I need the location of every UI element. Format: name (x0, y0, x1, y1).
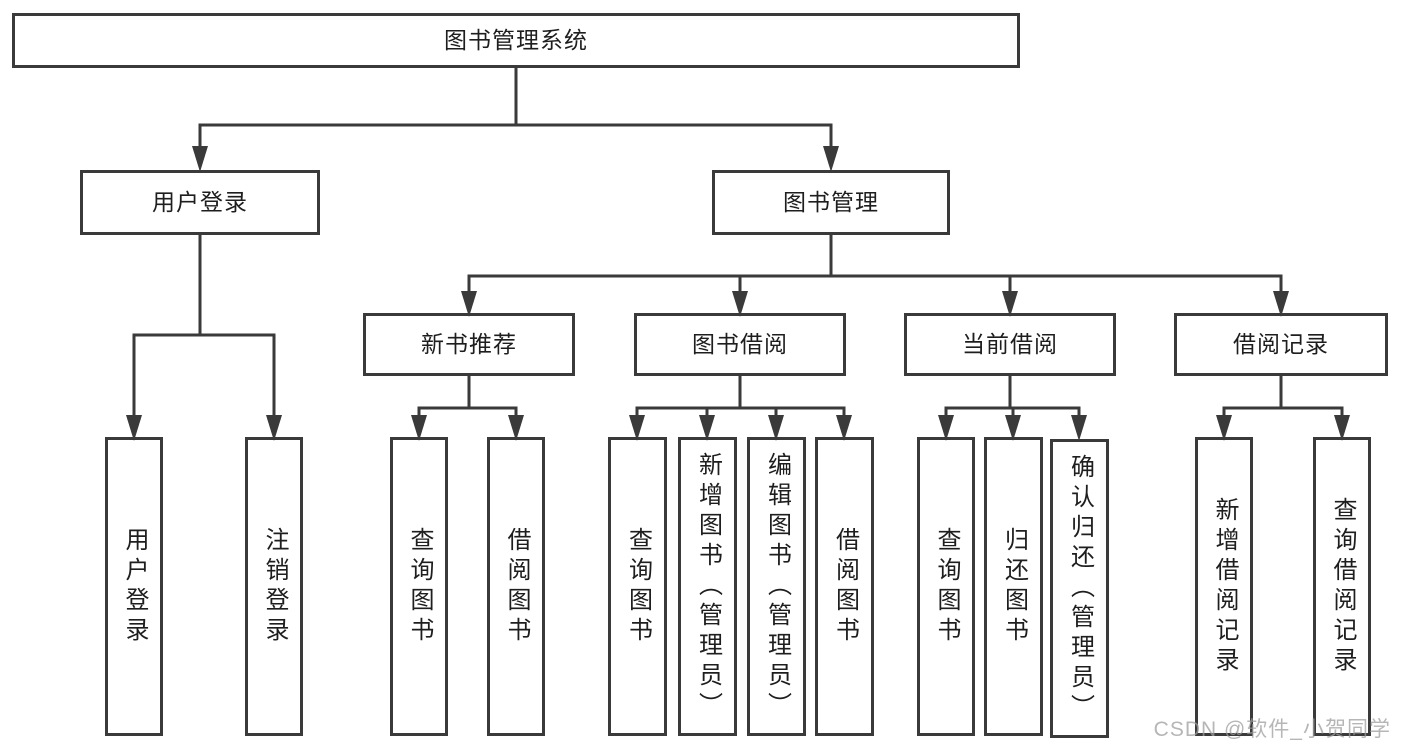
leaf-add-book-admin: 新增图书（管理员） (678, 437, 737, 736)
leaf-borrow-books-2: 借阅图书 (815, 437, 874, 736)
node-library-management-system: 图书管理系统 (12, 13, 1020, 68)
leaf-confirm-return-admin: 确认归还（管理员） (1050, 439, 1109, 738)
node-user-login: 用户登录 (80, 170, 320, 235)
node-label: 新增借阅记录 (1211, 496, 1238, 677)
node-label: 查询图书 (406, 526, 433, 647)
node-label: 新增图书（管理员） (694, 451, 722, 722)
node-label: 图书管理 (783, 189, 879, 215)
node-borrowing-records: 借阅记录 (1174, 313, 1388, 376)
leaf-query-borrow-record: 查询借阅记录 (1313, 437, 1371, 736)
arrowhead (192, 146, 208, 172)
node-label: 图书管理系统 (444, 27, 588, 53)
leaf-query-books-1: 查询图书 (390, 437, 448, 736)
node-label: 用户登录 (152, 189, 248, 215)
leaf-user-login: 用户登录 (105, 437, 163, 736)
node-label: 查询图书 (933, 526, 960, 647)
leaf-borrow-books-1: 借阅图书 (487, 437, 545, 736)
node-label: 注销登录 (261, 526, 288, 647)
arrowhead (823, 146, 839, 172)
node-label: 查询借阅记录 (1329, 496, 1356, 677)
leaf-return-books: 归还图书 (984, 437, 1043, 736)
leaf-add-borrow-record: 新增借阅记录 (1195, 437, 1253, 736)
node-label: 编辑图书（管理员） (763, 451, 791, 722)
node-book-management: 图书管理 (712, 170, 950, 235)
leaf-edit-book-admin: 编辑图书（管理员） (747, 437, 806, 736)
node-label: 确认归还（管理员） (1066, 453, 1094, 724)
leaf-logout: 注销登录 (245, 437, 303, 736)
leaf-query-books-3: 查询图书 (917, 437, 975, 736)
node-label: 用户登录 (121, 526, 148, 647)
node-label: 当前借阅 (962, 331, 1058, 357)
node-label: 查询图书 (624, 526, 652, 647)
node-label: 归还图书 (1000, 526, 1028, 647)
arrowhead (1071, 415, 1087, 441)
node-label: 图书借阅 (692, 331, 788, 357)
node-book-borrowing: 图书借阅 (634, 313, 846, 376)
node-current-borrowing: 当前借阅 (904, 313, 1116, 376)
node-label: 借阅图书 (831, 526, 859, 647)
node-label: 新书推荐 (421, 331, 517, 357)
node-new-book-recommend: 新书推荐 (363, 313, 575, 376)
node-label: 借阅记录 (1233, 331, 1329, 357)
node-label: 借阅图书 (503, 526, 530, 647)
leaf-query-books-2: 查询图书 (608, 437, 667, 736)
watermark: CSDN @软件_小贺同学 (1153, 718, 1391, 741)
